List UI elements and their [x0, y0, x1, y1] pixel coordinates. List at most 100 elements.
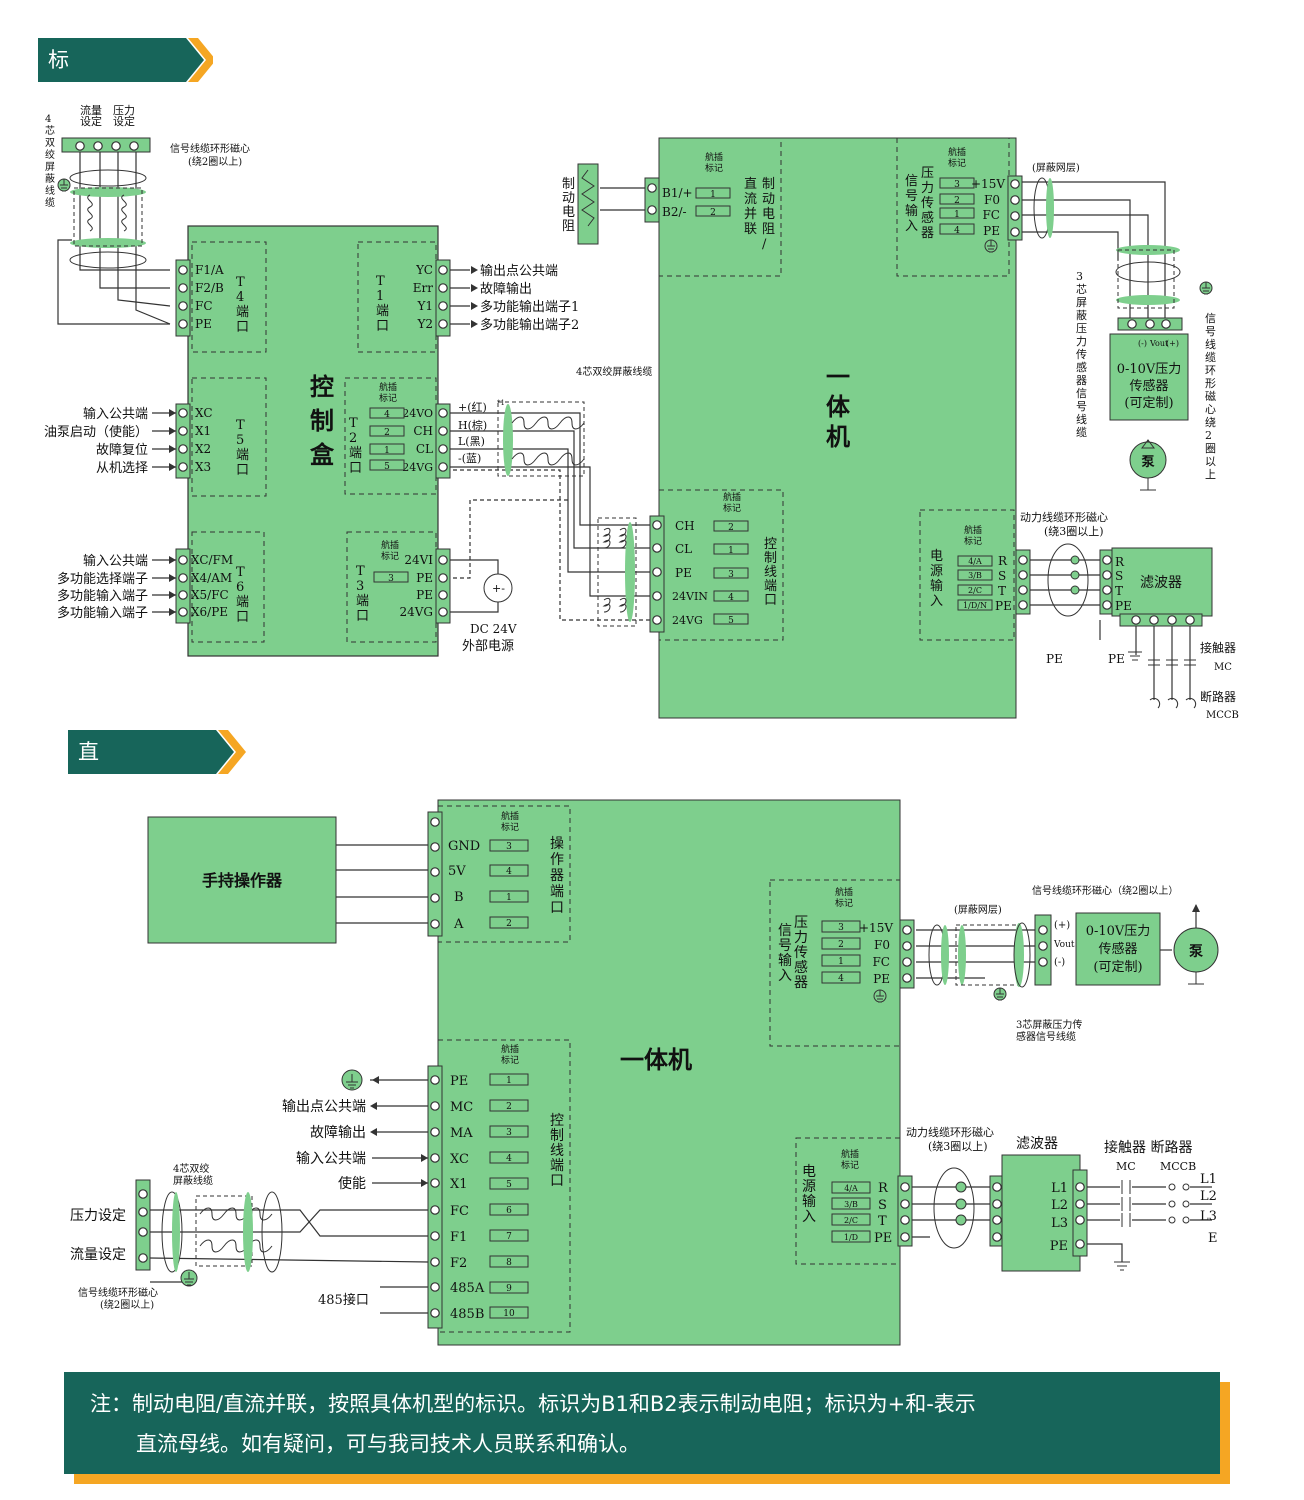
t2-pin: CH: [413, 424, 433, 438]
press-pin: +15V: [859, 921, 893, 935]
ctrl-num: 5: [728, 616, 734, 626]
integrated-title-top: 一体机: [826, 362, 851, 451]
ctrl-num: 8: [506, 1258, 512, 1268]
t5-pin: X1: [195, 424, 211, 438]
filter-pin: PE: [1050, 1239, 1068, 1254]
op-num: 2: [506, 919, 512, 929]
sensor-pin: (-): [1138, 339, 1147, 348]
t6-input-label: 输入公共端: [83, 553, 148, 569]
pe-label: PE: [1046, 652, 1063, 666]
press-num: 4: [838, 974, 844, 984]
t3-num: 3: [388, 574, 394, 584]
ctrl-label: 使能: [338, 1175, 366, 1192]
t1-pin: Y2: [416, 317, 433, 331]
signal-core-label: 信号线缆环形磁心（绕2圈以上）: [1032, 884, 1178, 897]
op-num: 3: [506, 842, 512, 852]
control-box-title: 控制盒: [309, 372, 335, 469]
signal-core-left-sub: (绕2圈以上): [100, 1298, 154, 1311]
brake-resistor: [577, 163, 599, 245]
t2-pin: 24VG: [402, 461, 433, 474]
ground-icon: [180, 1269, 198, 1287]
power-num: 3/B: [968, 571, 982, 580]
ctrl-num: 3: [506, 1128, 512, 1138]
press-pin: FC: [872, 955, 890, 969]
ground-icon: [984, 239, 998, 253]
power-core-sublabel: (绕3圈以上): [1044, 525, 1104, 538]
ctrl-pin: MC: [450, 1100, 473, 1115]
t6-pin: XC/FM: [191, 553, 233, 567]
brake-pin: B1/+: [662, 186, 693, 200]
t3-pin: 24VI: [404, 553, 433, 567]
press-pin: F0: [874, 938, 890, 952]
t4-pin: F1/A: [195, 263, 224, 277]
ctrl-pin: 24VIN: [672, 590, 708, 603]
power-pin: T: [878, 1214, 887, 1229]
pressure-set-bottom: 压力设定: [70, 1208, 126, 1224]
ext-power-label: 外部电源: [462, 639, 514, 654]
brake-res-label: 制动电阻: [562, 177, 575, 234]
filter-pin: L1: [1051, 1181, 1068, 1196]
cable4-right-label: 4芯双绞屏蔽线缆: [576, 365, 652, 378]
integrated-title-bottom: 一体机: [620, 1046, 692, 1074]
mc-label: MC: [1214, 662, 1232, 673]
sensor-label: (可定制): [1124, 396, 1173, 411]
hangcha-label: 航插标记: [841, 1148, 859, 1171]
sensor-pin: (-): [1054, 957, 1065, 968]
sensor-pin: (+): [1054, 920, 1070, 931]
t1-output-label: 多功能输出端子1: [480, 299, 579, 315]
ctrl-num: 10: [503, 1309, 515, 1319]
wiring-diagram: F1/A F2/B FC PE XC X1 X2 X3 XC/FM X4/AM …: [44, 103, 1239, 1346]
ground-icon: [993, 987, 1007, 1001]
direct-connection-title: 直控型连接: [78, 740, 99, 940]
op-pin: 5V: [448, 864, 466, 879]
banner-chevron-icon: [68, 730, 246, 774]
op-pin: A: [453, 917, 464, 932]
mccb-label: MCCB: [1206, 710, 1239, 721]
power-pin: PE: [874, 1231, 892, 1246]
sensor-label: (可定制): [1093, 960, 1142, 975]
t2-num: 4: [384, 410, 390, 420]
pressure-set-label: 压力设定: [113, 104, 135, 128]
sensor-pin: Vout: [1149, 339, 1169, 348]
power-in-label: 电源输入: [930, 549, 943, 609]
ctrl-pin: 24VG: [672, 614, 703, 627]
power-pin: R: [998, 554, 1008, 568]
brake-num: 1: [710, 190, 716, 200]
t2-num: 5: [384, 462, 390, 472]
power-pin: PE: [995, 599, 1012, 613]
press-in-label-bottom: 信号输入压力传感器: [778, 915, 808, 991]
filter-pin: R: [1115, 555, 1125, 569]
mc-label: MC: [1116, 1160, 1136, 1173]
ground-icon: [57, 178, 71, 192]
wire-color: -(蓝): [458, 452, 481, 465]
t2-pin: CL: [416, 442, 433, 456]
ctrl-num: 1: [506, 1076, 512, 1086]
t2-num: 1: [384, 446, 390, 456]
power-pin: S: [998, 569, 1006, 583]
ctrl-pin: CL: [675, 542, 692, 556]
t2-num: 2: [384, 428, 390, 438]
sensor-pin: (+): [1166, 339, 1179, 348]
hangcha-label: 航插标记: [723, 491, 741, 514]
filter-pin: L2: [1051, 1198, 1068, 1213]
ctrl-port-label: 控制线端口: [764, 537, 777, 608]
power-pin: S: [878, 1198, 887, 1213]
wire-color: +(红): [458, 401, 487, 414]
cable3-label: 3芯屏蔽压力传感器信号线缆: [1016, 1018, 1082, 1043]
ctrl-label: 输出点公共端: [282, 1099, 366, 1115]
t3-pin: PE: [416, 588, 433, 602]
t6-pin: X4/AM: [191, 571, 232, 585]
press-num: 2: [838, 940, 844, 950]
t3-pin: PE: [416, 571, 433, 585]
t1-pin: Err: [413, 281, 433, 295]
power-num: 1/D/N: [963, 601, 987, 610]
ctrl-pin: CH: [675, 519, 695, 533]
press-pin: PE: [873, 972, 890, 986]
press-pin: +15V: [971, 177, 1005, 191]
sensor-pin: Vout: [1053, 940, 1075, 950]
